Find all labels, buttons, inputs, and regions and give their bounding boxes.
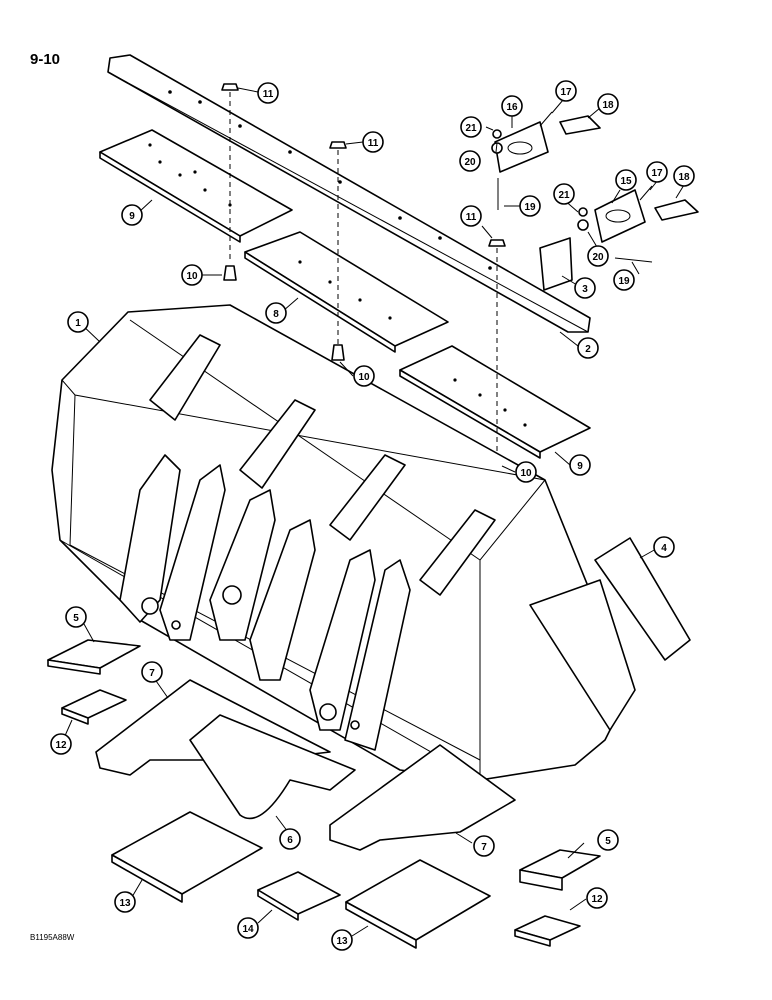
svg-text:11: 11 <box>368 138 379 149</box>
svg-text:17: 17 <box>560 87 572 98</box>
callout-4: 4 <box>653 536 675 558</box>
callout-11c: 11 <box>460 205 482 227</box>
callout-20a: 20 <box>459 150 481 172</box>
svg-text:13: 13 <box>336 936 348 947</box>
part-end-protector <box>539 237 573 291</box>
svg-text:4: 4 <box>661 543 667 554</box>
part-wear-plate-middle <box>244 231 449 353</box>
part-wear-pad-14 <box>257 871 341 921</box>
svg-text:6: 6 <box>287 835 293 846</box>
svg-text:13: 13 <box>119 898 131 909</box>
callout-7a: 7 <box>141 661 163 683</box>
svg-text:19: 19 <box>524 202 536 213</box>
svg-text:18: 18 <box>678 172 690 183</box>
svg-text:10: 10 <box>358 372 370 383</box>
part-wear-pad-13 <box>111 811 491 949</box>
callout-9a: 9 <box>121 204 143 226</box>
part-bolt-19 <box>497 178 653 263</box>
page-number: 9-10 <box>30 51 60 68</box>
svg-text:11: 11 <box>466 212 477 223</box>
part-wear-pad-5 <box>47 639 601 891</box>
svg-text:10: 10 <box>520 468 532 479</box>
svg-text:11: 11 <box>263 89 274 100</box>
callout-17a: 17 <box>555 80 577 102</box>
callout-18a: 18 <box>597 93 619 115</box>
part-wear-plate-lower <box>399 345 591 459</box>
callout-9b: 9 <box>569 454 591 476</box>
part-retainer <box>491 142 589 231</box>
svg-text:5: 5 <box>605 836 611 847</box>
callout-5b: 5 <box>597 829 619 851</box>
part-tooth-adapter-15 <box>594 189 646 243</box>
part-bucket <box>51 304 636 781</box>
part-cutting-edge <box>107 54 591 333</box>
callout-3: 3 <box>574 277 596 299</box>
svg-text:9: 9 <box>577 461 583 472</box>
callout-1: 1 <box>67 311 89 333</box>
svg-text:7: 7 <box>481 842 487 853</box>
svg-text:10: 10 <box>186 271 198 282</box>
svg-text:19: 19 <box>618 276 630 287</box>
svg-text:9: 9 <box>129 211 135 222</box>
svg-text:15: 15 <box>620 176 632 187</box>
callout-11b: 11 <box>362 131 384 153</box>
callout-16: 16 <box>501 95 523 117</box>
svg-text:1: 1 <box>75 318 81 329</box>
callout-15: 15 <box>615 169 637 191</box>
callout-21b: 21 <box>553 183 575 205</box>
callout-12a: 12 <box>50 733 72 755</box>
callout-7b: 7 <box>473 835 495 857</box>
part-tooth-adapter-16 <box>494 121 549 173</box>
callout-19a: 19 <box>519 195 541 217</box>
part-tooth-tip <box>559 115 699 221</box>
svg-text:20: 20 <box>592 252 604 263</box>
svg-text:8: 8 <box>273 309 279 320</box>
callout-13a: 13 <box>114 891 136 913</box>
part-heel-plate <box>189 714 356 820</box>
callout-13b: 13 <box>331 929 353 951</box>
callout-8: 8 <box>265 302 287 324</box>
callout-21a: 21 <box>460 116 482 138</box>
svg-text:18: 18 <box>602 100 614 111</box>
svg-text:12: 12 <box>55 740 67 751</box>
part-side-plate <box>594 537 691 661</box>
callout-6: 6 <box>279 828 301 850</box>
part-wear-plate-upper <box>99 129 293 243</box>
callout-20b: 20 <box>587 245 609 267</box>
callout-10b: 10 <box>353 365 375 387</box>
part-nut <box>221 83 506 247</box>
part-washer <box>492 129 588 217</box>
svg-text:17: 17 <box>651 168 663 179</box>
svg-text:7: 7 <box>149 668 155 679</box>
svg-text:16: 16 <box>506 102 518 113</box>
callout-11a: 11 <box>257 82 279 104</box>
callout-17b: 17 <box>646 161 668 183</box>
leader-lines <box>63 87 685 937</box>
callout-12b: 12 <box>586 887 608 909</box>
figure-code: B1195A88W <box>30 933 75 942</box>
svg-text:21: 21 <box>558 190 570 201</box>
svg-text:5: 5 <box>73 613 79 624</box>
svg-text:21: 21 <box>465 123 477 134</box>
svg-text:20: 20 <box>464 157 476 168</box>
callout-18b: 18 <box>673 165 695 187</box>
callout-2: 2 <box>577 337 599 359</box>
svg-text:12: 12 <box>591 894 603 905</box>
svg-text:14: 14 <box>242 924 254 935</box>
callout-5a: 5 <box>65 606 87 628</box>
part-wear-pad-12 <box>61 689 581 947</box>
callout-14: 14 <box>237 917 259 939</box>
callout-19b: 19 <box>613 269 635 291</box>
svg-text:3: 3 <box>582 284 588 295</box>
callout-10c: 10 <box>515 461 537 483</box>
svg-text:2: 2 <box>585 344 591 355</box>
callout-10a: 10 <box>181 264 203 286</box>
part-pin <box>539 111 653 201</box>
